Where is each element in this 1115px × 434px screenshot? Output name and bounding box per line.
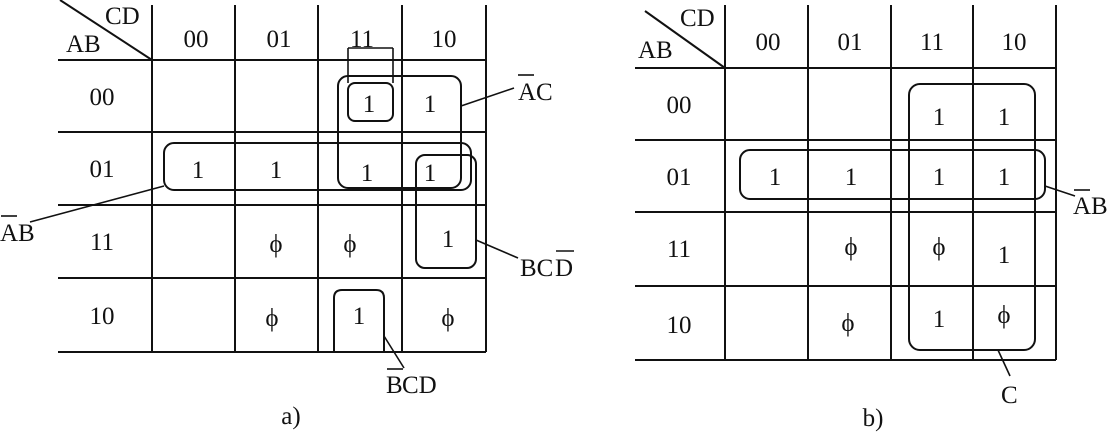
kmap-b-cell: 1: [998, 164, 1011, 191]
leader-line: [1044, 185, 1076, 197]
kmap-a-cell: 1: [353, 303, 366, 330]
kmap-a-col-header: 01: [267, 26, 292, 53]
kmap-a-col-headers: 00 01 11 10: [184, 26, 457, 53]
kmap-a-corner-ab-label: AB: [66, 31, 101, 58]
kmap-a-cell: ϕ: [269, 231, 282, 258]
term-label-rest: CD: [402, 372, 437, 399]
group-loop: [908, 83, 1036, 351]
kmap-b-row-header: 01: [667, 164, 692, 191]
kmap-b-row-header: 10: [667, 312, 692, 339]
group-loop: [163, 142, 472, 191]
kmap-a-col-header: 10: [432, 26, 457, 53]
kmap-b-cell: 1: [769, 164, 782, 191]
kmap-a-groups: [163, 47, 477, 352]
group-loop: [347, 82, 394, 122]
kmap-b-cell: 1: [998, 104, 1011, 131]
term-label: B CD: [386, 368, 437, 399]
group-loop: [739, 149, 1046, 200]
kmap-b: CD AB 00 01 11 10 00 01 11 10 1 1 1 1 1 …: [635, 5, 1108, 432]
leader-line: [383, 335, 405, 369]
kmap-a: CD AB 00 01 11 10 00 01 11 10 1 1 1 1 1 …: [0, 0, 574, 430]
kmap-b-cell: 1: [933, 306, 946, 333]
kmap-b-cell: 1: [998, 242, 1011, 269]
kmap-b-cell: 1: [933, 164, 946, 191]
kmap-a-cell: 1: [192, 157, 205, 184]
leader-line: [460, 87, 515, 107]
kmap-a-cell: 1: [361, 160, 374, 187]
term-label-bar-var: A: [1073, 193, 1091, 220]
term-label-bar-var: A: [0, 220, 18, 247]
kmap-b-row-header: 11: [667, 236, 691, 263]
leader-line: [475, 239, 519, 259]
kmap-a-col-header: 00: [184, 26, 209, 53]
term-label: A B: [0, 215, 35, 247]
kmap-b-cell: ϕ: [932, 234, 945, 261]
kmap-a-col-header: 11: [350, 26, 374, 53]
kmap-a-cell: ϕ: [265, 305, 278, 332]
kmap-b-cell: ϕ: [841, 310, 854, 337]
term-label-rest: C: [536, 79, 553, 106]
kmap-b-col-header: 01: [838, 29, 863, 56]
group-loop: [337, 75, 462, 189]
term-label-rest: B: [1091, 193, 1108, 220]
term-label: A C: [518, 74, 553, 106]
kmap-b-corner-ab-label: AB: [638, 37, 673, 64]
kmap-b-col-header: 10: [1002, 29, 1027, 56]
kmap-a-grid: [58, 0, 487, 353]
group-loop: [333, 289, 385, 352]
kmap-a-row-header: 01: [90, 156, 115, 183]
kmap-b-groups: [739, 83, 1046, 351]
kmap-b-corner-cd-label: CD: [680, 5, 715, 32]
kmap-b-col-header: 00: [756, 29, 781, 56]
kmap-b-col-header: 11: [920, 29, 944, 56]
group-loop: [415, 154, 477, 269]
term-label: A B: [1073, 189, 1108, 220]
kmap-a-cell: ϕ: [343, 231, 356, 258]
kmap-a-cells: 1 1 1 1 1 1 ϕ ϕ 1 ϕ 1 ϕ: [192, 91, 455, 332]
kmap-b-cell: ϕ: [844, 234, 857, 261]
term-label-bar-var: A: [518, 79, 536, 106]
caption-a: a): [281, 403, 300, 430]
term-label: BC D: [520, 250, 574, 282]
term-label-bar-var: D: [555, 255, 573, 282]
kmap-b-cell: 1: [845, 164, 858, 191]
kmap-b-cell: ϕ: [997, 302, 1010, 329]
caption-b: b): [863, 405, 884, 432]
kmap-a-cell: 1: [442, 226, 455, 253]
kmap-a-cell: ϕ: [441, 305, 454, 332]
term-label-rest: B: [18, 220, 35, 247]
kmap-b-row-header: 00: [667, 92, 692, 119]
kmap-a-row-header: 10: [90, 303, 115, 330]
kmap-b-row-headers: 00 01 11 10: [667, 92, 692, 339]
kmap-a-cell: 1: [270, 157, 283, 184]
leader-line: [29, 185, 165, 223]
kmap-b-cell: 1: [933, 104, 946, 131]
kmap-a-corner-cd-label: CD: [105, 3, 140, 30]
leader-line: [997, 349, 1011, 377]
kmap-a-cell: 1: [424, 91, 437, 118]
kmap-a-cell: 1: [424, 160, 437, 187]
kmap-a-row-headers: 00 01 11 10: [90, 84, 115, 330]
kmap-b-cells: 1 1 1 1 1 1 ϕ ϕ 1 ϕ 1 ϕ: [769, 104, 1011, 337]
kmap-b-grid: [635, 5, 1057, 361]
term-label-rest: BC: [520, 255, 553, 282]
kmap-a-row-header: 11: [90, 229, 114, 256]
kmap-b-col-headers: 00 01 11 10: [756, 29, 1027, 56]
term-label-bar-var: B: [386, 372, 403, 399]
kmap-a-row-header: 00: [90, 84, 115, 111]
term-label-rest: C: [1001, 382, 1018, 409]
kmap-a-cell: 1: [363, 91, 376, 118]
